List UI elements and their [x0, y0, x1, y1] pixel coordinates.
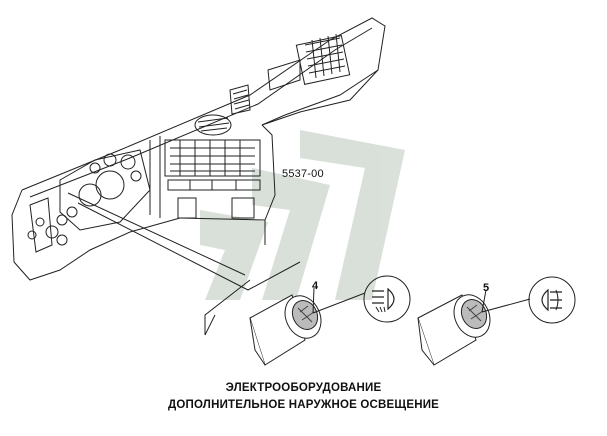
fog-light-icon: [363, 275, 411, 323]
caption-line-2: ДОПОЛНИТЕЛЬНОЕ НАРУЖНОЕ ОСВЕЩЕНИЕ: [167, 399, 440, 411]
rear-fog-light-icon: [528, 276, 576, 324]
switch-5: [417, 289, 531, 366]
dashboard-drawing: [11, 17, 386, 281]
callout-number-5: 5: [483, 282, 490, 294]
watermark-logo: [200, 130, 405, 300]
caption-line-1: ЭЛЕКТРООБОРУДОВАНИЕ: [225, 382, 382, 394]
switch-4: [249, 287, 366, 366]
model-code-label: 5537-00: [282, 168, 324, 180]
figure-caption: ЭЛЕКТРООБОРУДОВАНИЕ ДОПОЛНИТЕЛЬНОЕ НАРУЖ…: [0, 380, 607, 414]
leader-lines: [67, 192, 301, 336]
callout-number-4: 4: [312, 280, 319, 292]
